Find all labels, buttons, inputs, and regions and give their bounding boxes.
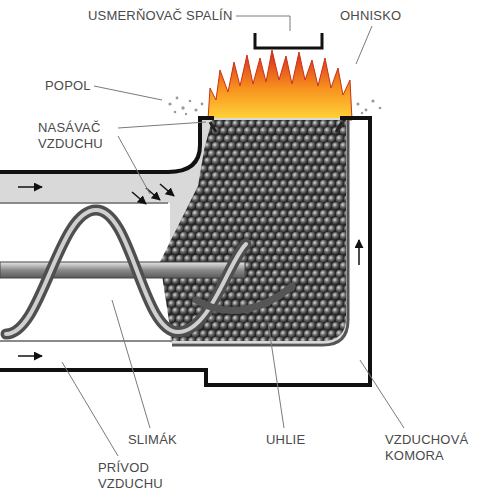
air-intake xyxy=(210,122,342,132)
part-label: UHLIE xyxy=(266,432,305,448)
part-label: USMERŇOVAČ SPALÍN xyxy=(88,8,233,24)
air-flow-arrow xyxy=(18,184,359,356)
burner-body xyxy=(0,118,348,343)
tube-wall xyxy=(0,202,168,204)
air-chamber-wall xyxy=(0,118,370,385)
coal-fill xyxy=(160,120,346,341)
tube-wall xyxy=(0,340,172,342)
part-label: PRÍVOD VZDUCHU xyxy=(98,460,182,492)
auger-flight-highlight xyxy=(6,210,246,334)
auger-end xyxy=(196,286,292,310)
part-label: VZDUCHOVÁ KOMORA xyxy=(385,432,485,464)
flue-deflector xyxy=(255,33,322,48)
part-label: SLIMÁK xyxy=(128,432,177,448)
part-label: OHNISKO xyxy=(340,8,401,24)
leader-line xyxy=(62,16,404,456)
housing-wall xyxy=(0,118,214,172)
auger-shaft xyxy=(0,262,245,278)
auger-flight xyxy=(6,210,246,334)
ash xyxy=(168,97,381,116)
flame xyxy=(208,50,352,120)
part-label: POPOL xyxy=(45,78,91,94)
part-label: NASÁVAČ VZDUCHU xyxy=(38,120,120,152)
